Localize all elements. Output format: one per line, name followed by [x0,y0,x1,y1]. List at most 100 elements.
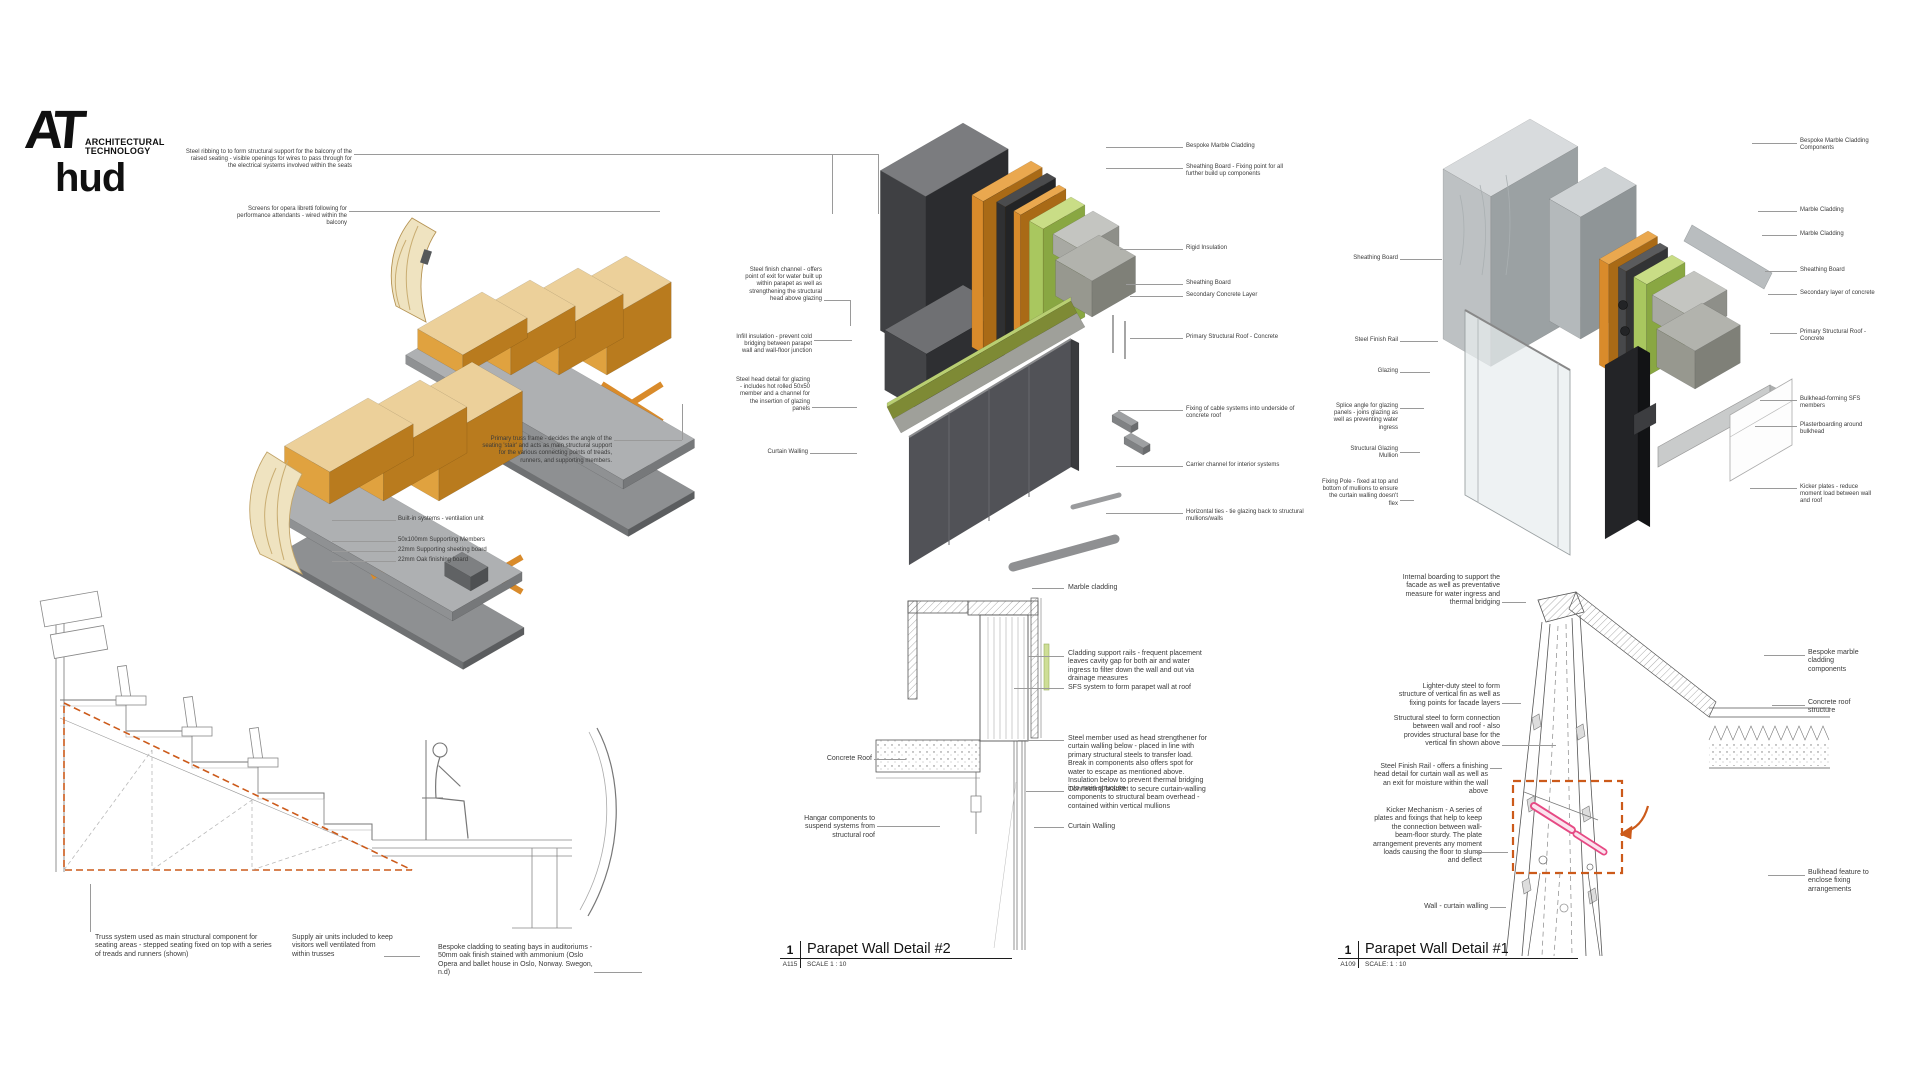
annotation-sheathing-board: Sheathing Board [1186,280,1231,286]
leader-line [824,300,850,301]
annotation-horizontal-ties: Horizontal ties - tie glazing back to st… [1186,509,1304,523]
leader-line [90,884,91,932]
annotation-curtain-walling-top: Curtain Walling [767,449,808,455]
annotation-bulkhead-sfs: Bulkhead-forming SFS members [1800,396,1861,410]
annotation-primary-structural-roof-1: Primary Structural Roof - Concrete [1800,329,1867,343]
parapet-detail2-3d-drawing [879,122,1151,572]
logo-line-1: ARCHITECTURAL [85,137,165,147]
annotation-carrier-channel: Carrier channel for interior systems [1186,462,1280,468]
viewport-title-detail2: 1 Parapet Wall Detail #2 A115 SCALE 1 : … [780,941,1012,968]
leader-line [682,404,683,440]
leader-line [332,520,396,521]
annotation-secondary-layer-concrete: Secondary layer of concrete [1800,290,1875,296]
leader-line [1760,400,1797,401]
leader-line [614,440,682,441]
leader-line [594,972,642,973]
leader-line [1490,907,1506,908]
logo-line-2: TECHNOLOGY [85,146,151,157]
leader-line [1502,703,1521,704]
annotation-curtain-walling-2d: Curtain Walling [1068,823,1116,830]
annotation-marble-cladding-2: Marble Cladding [1800,231,1844,237]
parapet-detail1-section-drawing [1505,591,1830,957]
annotation-primary-truss-frame: Primary truss frame - decides the angle … [482,436,612,464]
leader-line [1106,513,1183,514]
leader-line [1106,168,1183,169]
annotation-marble-cladding-2d: Marble cladding [1068,584,1118,591]
annotation-sheathing-board-left: Sheathing Board [1353,255,1398,261]
annotation-sheathing-board-right: Sheathing Board [1800,267,1845,273]
annotation-oak-finishing-board: 22mm Oak finishing board [398,557,469,563]
annotation-truss-system: Truss system used as main structural com… [95,934,272,958]
leader-line [1502,602,1526,603]
annotation-supporting-members: 50x100mm Supporting Members [398,537,486,543]
leader-line [1116,466,1183,467]
annotation-concrete-roof: Concrete Roof [826,755,872,762]
leader-line [1018,740,1064,741]
annotation-secondary-concrete-layer: Secondary Concrete Layer [1186,292,1258,298]
leader-line [1490,768,1502,769]
annotation-structural-steel: Structural steel to form connection betw… [1393,715,1500,748]
annotation-wall-curtain-walling: Wall - curtain walling [1424,903,1488,910]
annotation-bulkhead-feature: Bulkhead feature to enclose fixing arran… [1808,869,1869,893]
annotation-kicker-plates: Kicker plates - reduce moment load betwe… [1800,484,1872,505]
leader-line [1762,235,1797,236]
leader-line [878,154,879,214]
leader-line [1014,688,1064,689]
annotation-splice-angle: Splice angle for glazing panels - joins … [1333,403,1398,431]
annotation-infill-insulation: Infill insulation - prevent cold bridgin… [736,334,812,355]
seating-axonometric-drawing [249,217,696,670]
leader-line [1126,284,1183,285]
sheet-number: A109 [1340,961,1356,968]
parapet-detail2-section-drawing [875,597,1050,950]
leader-line [1400,259,1442,260]
leader-line [332,551,396,552]
annotation-sheeting-board: 22mm Supporting sheeting board [398,547,487,553]
leader-line [814,340,852,341]
logo-architectural-technology-text: ARCHITECTURAL TECHNOLOGY [85,137,165,157]
leader-line [1034,827,1064,828]
annotation-sheathing-board-fixing: Sheathing Board - Fixing point for all f… [1186,164,1284,178]
title-divider [1358,941,1359,968]
leader-line [1120,249,1183,250]
leader-line [1400,372,1430,373]
leader-line [832,154,833,214]
leader-line [1130,338,1183,339]
title-divider [800,941,801,968]
annotation-built-in-systems: Built-in systems - ventilation unit [398,516,484,522]
annotation-connecting-bracket: Connecting bracket to secure curtain-wal… [1068,786,1206,810]
parapet-detail1-3d-drawing [1442,118,1793,556]
viewport-title-text: Parapet Wall Detail #1 [1365,941,1509,957]
annotation-supply-air-units: Supply air units included to keep visito… [292,934,393,958]
annotation-bespoke-marble-lower: Bespoke marble cladding components [1808,649,1859,673]
leader-line [1032,588,1064,589]
leader-line [1752,143,1797,144]
leader-line [1106,147,1183,148]
leader-line [1770,333,1797,334]
annotation-bespoke-marble-components: Bespoke Marble Cladding Components [1800,138,1869,152]
annotation-kicker-mechanism: Kicker Mechanism - A series of plates an… [1373,807,1482,865]
leader-line [1765,271,1797,272]
leader-line [1028,656,1064,657]
leader-line [1400,341,1438,342]
leader-line [1400,408,1424,409]
annotation-steel-finish-rail-2: Steel Finish Rail - offers a finishing h… [1374,763,1489,796]
annotation-steel-finish-channel: Steel finish channel - offers point of e… [745,267,822,302]
leader-line [354,154,878,155]
leader-line [1758,211,1797,212]
annotation-hangar-components: Hangar components to suspend systems fro… [804,815,875,839]
annotation-steel-head-detail: Steel head detail for glazing - includes… [735,377,810,412]
leader-line [877,826,940,827]
leader-line [1750,488,1797,489]
leader-line [850,300,851,326]
logo-hud-text: hud [55,156,126,200]
annotation-glazing-label: Glazing [1377,368,1398,374]
viewport-title-text: Parapet Wall Detail #2 [807,941,951,957]
viewport-number: 1 [786,943,794,957]
leader-line [1772,705,1805,706]
annotation-bespoke-marble-cladding: Bespoke Marble Cladding [1186,143,1255,149]
annotation-marble-cladding-1: Marble Cladding [1800,207,1844,213]
leader-line [384,956,420,957]
